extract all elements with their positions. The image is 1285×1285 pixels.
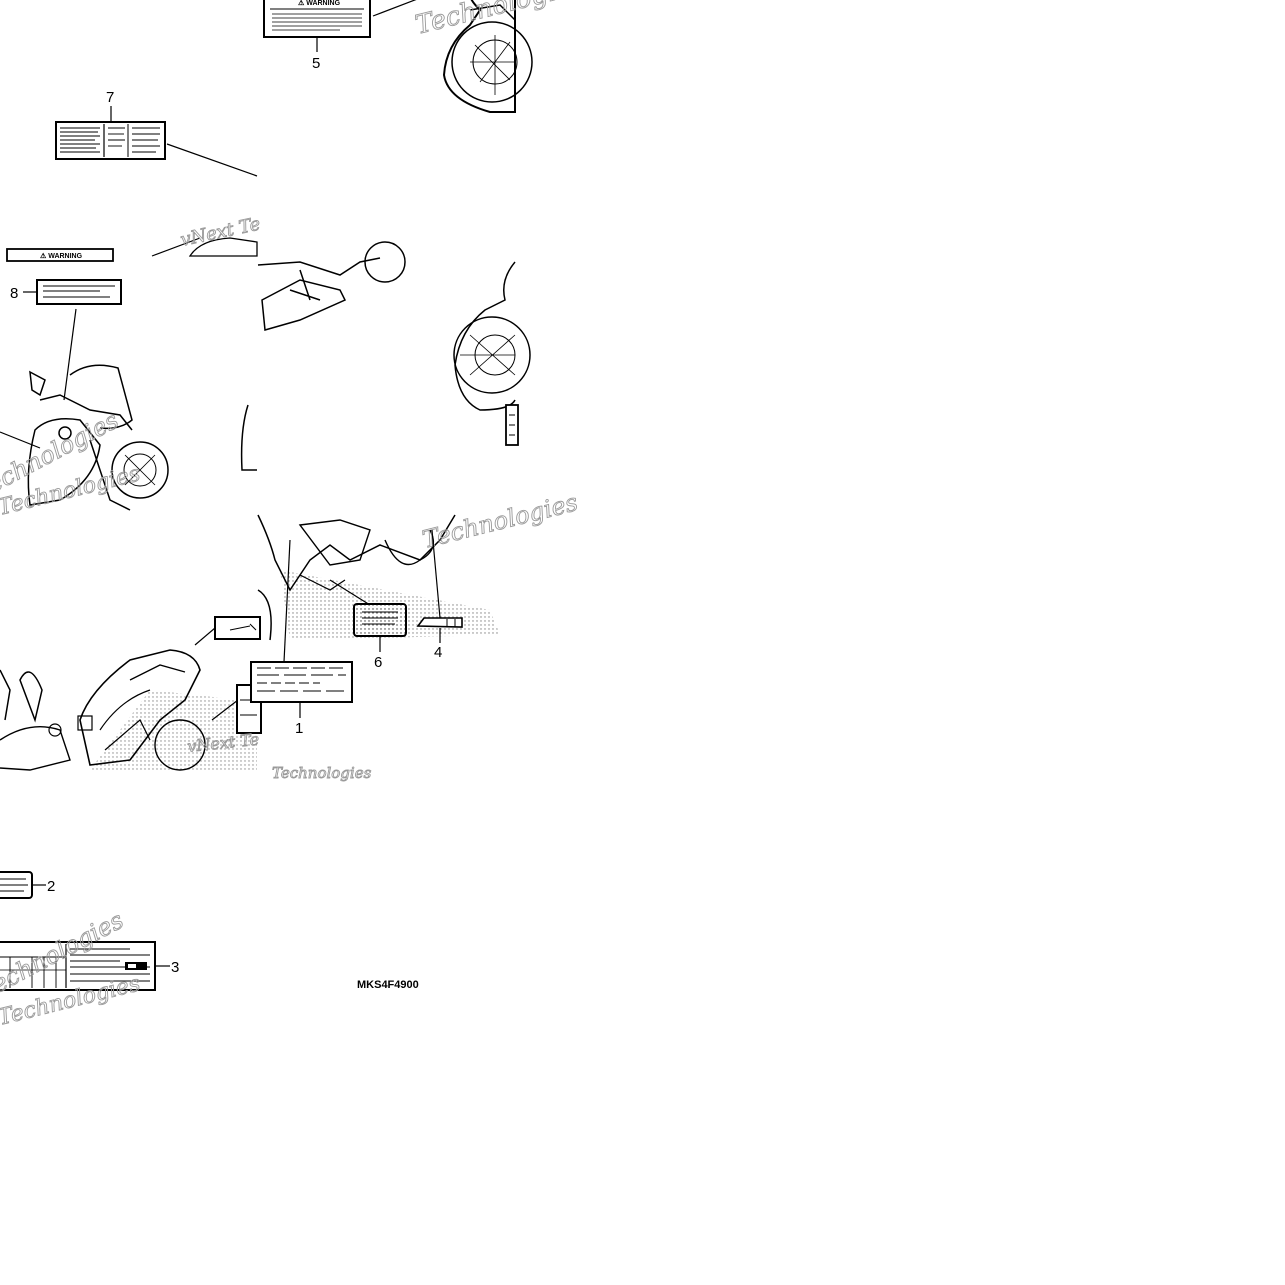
motorcycle-rear-view (0, 649, 257, 771)
drawing-code: MKS4F4900 (357, 979, 419, 991)
label-5-warning-partial: ⚠ WARNING (6, 248, 114, 262)
label-2 (0, 871, 33, 899)
watermark: Technologies (272, 764, 372, 782)
label-5-warning: ⚠ WARNING (263, 0, 371, 38)
motorcycle-front-wheel (442, 0, 533, 113)
callout-6: 6 (374, 654, 382, 671)
callout-5: 5 (312, 55, 320, 72)
label-6 (353, 603, 407, 637)
label-8 (36, 279, 122, 305)
label-1 (250, 661, 353, 703)
watermark: Technologies (412, 0, 586, 41)
label-7 (55, 121, 166, 160)
label-4 (416, 617, 463, 628)
label-3 (0, 941, 156, 991)
warning-text: ⚠ WARNING (40, 252, 83, 260)
callout-1: 1 (295, 720, 303, 737)
motorcycle-side-partial (257, 241, 531, 411)
callout-4: 4 (434, 644, 442, 661)
label-rear-upper (214, 616, 261, 640)
callout-3: 3 (171, 959, 179, 976)
watermark: vNext Te (179, 214, 263, 251)
watermark: Technologies (420, 488, 581, 554)
warning-text: ⚠ WARNING (298, 0, 341, 7)
callout-7: 7 (106, 89, 114, 106)
callout-2: 2 (47, 878, 55, 895)
callout-8: 8 (10, 285, 18, 302)
motorcycle-front-view (0, 364, 257, 511)
